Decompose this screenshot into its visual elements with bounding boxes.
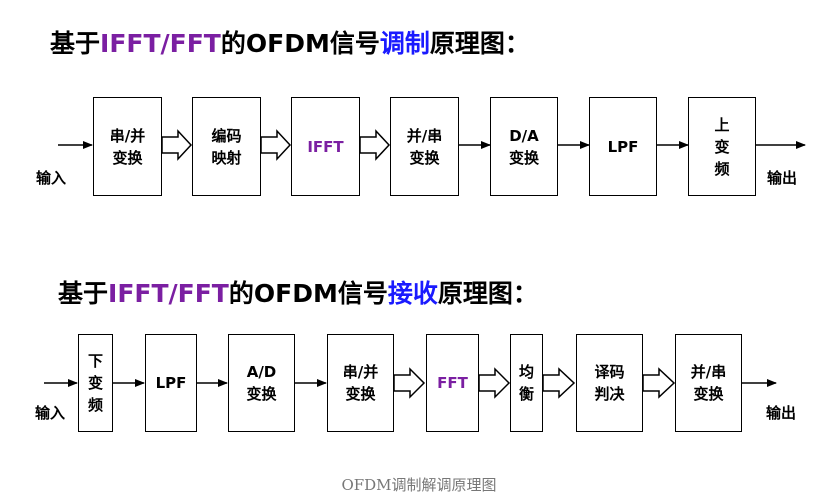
hollow-arrow <box>161 129 193 161</box>
title-highlight: IFFT/FFT <box>108 279 229 308</box>
hollow-arrow <box>642 367 676 399</box>
title-middle: 的OFDM信号 <box>228 279 388 308</box>
equalization-block: 均 衡 <box>510 334 543 432</box>
hollow-arrow <box>359 129 391 161</box>
title-action: 接收 <box>387 279 438 308</box>
title-action: 调制 <box>379 29 430 58</box>
title-suffix: 原理图： <box>437 279 538 308</box>
figure-caption: OFDM调制解调原理图 <box>341 476 497 494</box>
output-label: 输出 <box>766 404 797 422</box>
encoding-mapping-block: 编码 映射 <box>192 97 261 196</box>
parallel-serial-block: 并/串 变换 <box>390 97 459 196</box>
hollow-arrow <box>542 367 576 399</box>
downconversion-block: 下 变 频 <box>78 334 113 432</box>
title-suffix: 原理图： <box>429 29 530 58</box>
upconversion-block: 上 变 频 <box>688 97 756 196</box>
hollow-arrow <box>478 367 511 399</box>
title-highlight: IFFT/FFT <box>100 29 221 58</box>
title-middle: 的OFDM信号 <box>220 29 380 58</box>
lpf-block: LPF <box>145 334 197 432</box>
serial-parallel-block: 串/并 变换 <box>327 334 394 432</box>
da-conversion-block: D/A 变换 <box>490 97 558 196</box>
fft-block: FFT <box>426 334 479 432</box>
receiver-title: 基于IFFT/FFT的OFDM信号接收原理图： <box>58 274 538 310</box>
modulation-title: 基于IFFT/FFT的OFDM信号调制原理图： <box>50 24 530 60</box>
hollow-arrow <box>393 367 426 399</box>
serial-parallel-block: 串/并 变换 <box>93 97 162 196</box>
hollow-arrow <box>260 129 292 161</box>
output-label: 输出 <box>767 169 798 187</box>
title-prefix: 基于 <box>58 279 109 308</box>
ad-conversion-block: A/D 变换 <box>228 334 295 432</box>
parallel-serial-block: 并/串 变换 <box>675 334 742 432</box>
input-label: 输入 <box>35 404 66 422</box>
lpf-block: LPF <box>589 97 657 196</box>
ifft-block: IFFT <box>291 97 360 196</box>
decode-decision-block: 译码 判决 <box>576 334 643 432</box>
input-label: 输入 <box>36 169 67 187</box>
title-prefix: 基于 <box>50 29 101 58</box>
